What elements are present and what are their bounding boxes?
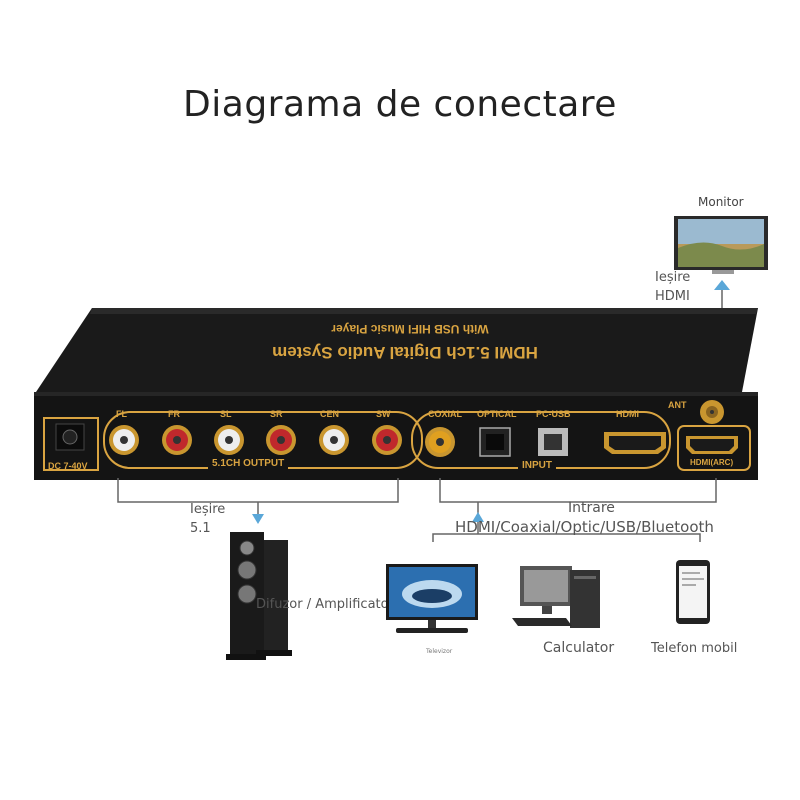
antenna-label: ANT [668,400,687,410]
output-group-label: 5.1CH OUTPUT [208,458,289,469]
jack-label-sr: SR [270,409,283,419]
input-label-line1: Intrare [568,500,615,516]
hdmi-in-port [604,432,666,454]
port-label-coaxial: COXIAL [428,409,463,419]
jack-label-fl: FL [116,409,127,419]
speaker-image [226,532,292,660]
jack-label-fr: FR [168,409,180,419]
tv-label: Televizor [426,648,453,655]
rca-jack-fl [109,425,139,455]
speaker-label: Difuzor / Amplificator [256,597,394,612]
phone-image [676,560,710,624]
power-port-frame [43,417,99,471]
device-name-line1: HDMI 5.1ch Digital Audio System [272,343,538,362]
rca-jack-sr [266,425,296,455]
monitor-label: Monitor [698,195,744,209]
phone-label: Telefon mobil [651,641,738,656]
usb-b-port [538,428,568,456]
optical-port [479,427,511,457]
jack-label-sw: SW [376,409,391,419]
input-label-line2: HDMI/Coaxial/Optic/USB/Bluetooth [455,518,714,536]
rca-jack-fr [162,425,192,455]
hdmi-output-arrow [714,280,730,308]
arc-label: HDMI(ARC) [690,458,734,467]
tv-image [386,564,478,633]
page-title: Diagrama de conectare [183,84,617,125]
device-name-line2: With USB HIFI Music Player [331,322,489,336]
output-51-label: Ieșire 5.1 [190,502,226,536]
coaxial-port [425,427,455,457]
input-ports [425,427,666,457]
port-label-pc-usb: PC-USB [536,409,571,419]
jack-label-cen: CEN [320,409,340,419]
computer-label: Calculator [543,640,615,656]
port-label-hdmi: HDMI [616,409,639,419]
computer-image [512,566,600,628]
hdmi-arc-port [686,436,738,454]
rca-jack-cen [319,425,349,455]
rca-jack-sw [372,425,402,455]
port-label-optical: OPTICAL [477,409,517,419]
jack-label-sl: SL [220,409,232,419]
input-group-label: INPUT [518,460,556,471]
rca-jack-sl [214,425,244,455]
power-label: DC 7-40V [48,461,88,471]
output-jacks: FL FR SL SR CEN SW [108,408,408,468]
hdmi-output-label: Ieșire HDMI [655,270,691,304]
connection-lines [117,478,717,542]
monitor-image [674,216,768,274]
antenna-port [700,400,724,424]
